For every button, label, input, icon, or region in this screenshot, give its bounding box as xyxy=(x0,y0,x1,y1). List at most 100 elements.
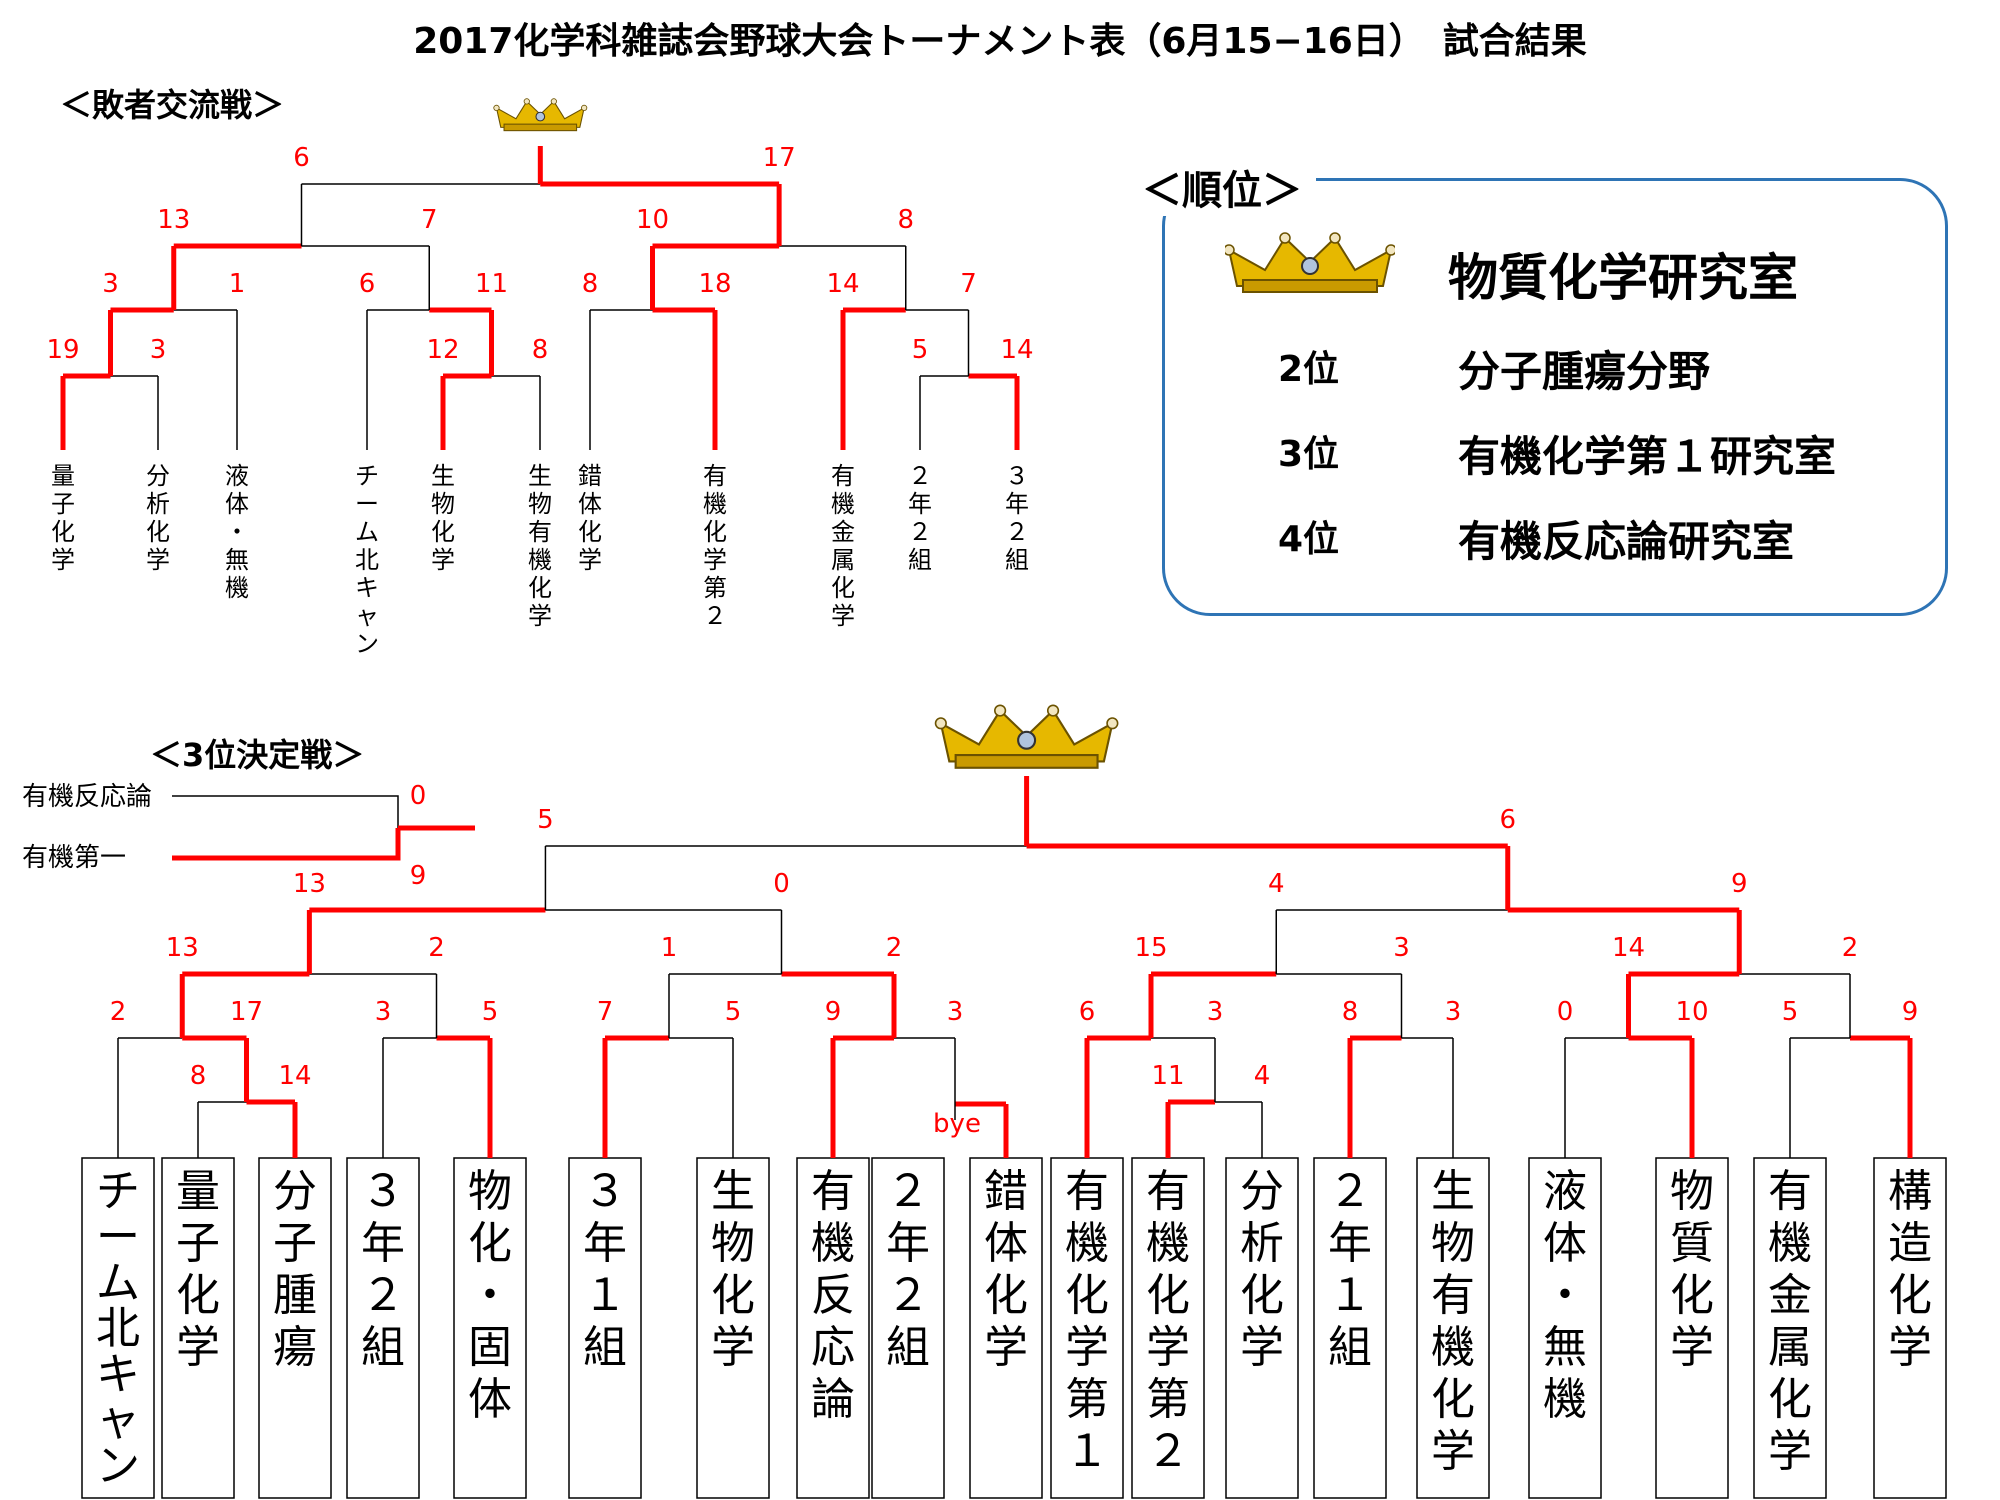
team-box-11 xyxy=(1131,1157,1205,1499)
main-r2-7-score-right: 10 xyxy=(1675,997,1708,1027)
loser-bracket-heading: ＜敗者交流戦＞ xyxy=(60,86,285,124)
main-r1-b-score-right: 4 xyxy=(1254,1061,1271,1091)
team-name-9: 錯体化学 xyxy=(984,1166,1028,1373)
loser-r2-2-score-left: 6 xyxy=(359,269,376,299)
loser-r1-a-score-right: 3 xyxy=(150,335,167,365)
third-score-top: 0 xyxy=(410,781,427,811)
loser-team-0: 量子化学 xyxy=(51,462,75,574)
loser-r1-a-score-left: 19 xyxy=(46,335,79,365)
loser-crown-icon xyxy=(493,98,588,132)
loser-team-2: 液体・無機 xyxy=(225,462,249,602)
team-box-9 xyxy=(969,1157,1043,1499)
team-box-0 xyxy=(81,1157,155,1499)
team-box-5 xyxy=(568,1157,642,1499)
loser-team-1: 分析化学 xyxy=(146,462,170,574)
loser-team-10: ３年２組 xyxy=(1005,462,1029,574)
team-box-16 xyxy=(1655,1157,1729,1499)
loser-team-5: 生物有機化学 xyxy=(528,462,552,630)
loser-team-6: 錯体化学 xyxy=(578,462,602,574)
ranking-fourth-name: 有機反応論研究室 xyxy=(1458,517,1795,566)
loser-r3-1-score-left: 13 xyxy=(157,205,190,235)
main-r2-8-score-right: 9 xyxy=(1902,997,1919,1027)
main-crown-icon xyxy=(934,704,1119,769)
loser-r1-b-score-right: 8 xyxy=(532,335,549,365)
main-r1-a-score-left: 8 xyxy=(190,1061,207,1091)
main-r3-4-score-right: 2 xyxy=(1842,933,1859,963)
main-r2-3-score-left: 7 xyxy=(597,997,614,1027)
team-box-6 xyxy=(696,1157,770,1499)
team-box-4 xyxy=(453,1157,527,1499)
ranking-fourth-place: 4位 xyxy=(1278,519,1340,560)
main-r2-7-score-left: 0 xyxy=(1557,997,1574,1027)
team-name-0: チーム北キャン xyxy=(96,1166,140,1491)
loser-final-score-right: 17 xyxy=(763,143,796,173)
main-r4-1-score-right: 0 xyxy=(773,869,790,899)
third-score-bottom: 9 xyxy=(410,861,427,891)
main-r2-4-score-left: 9 xyxy=(825,997,842,1027)
ranking-third-name: 有機化学第１研究室 xyxy=(1458,432,1837,481)
team-box-2 xyxy=(258,1157,332,1499)
ranking-heading: ＜順位＞ xyxy=(1128,158,1316,216)
loser-final-score-left: 6 xyxy=(293,143,310,173)
loser-team-7: 有機化学第２ xyxy=(703,462,727,630)
main-r2-5-score-left: 6 xyxy=(1079,997,1096,1027)
team-name-7: 有機反応論 xyxy=(811,1166,855,1425)
loser-r1-b-score-left: 12 xyxy=(426,335,459,365)
bye-label: bye xyxy=(933,1109,981,1139)
team-name-17: 有機金属化学 xyxy=(1768,1166,1812,1477)
ranking-second-place: 2位 xyxy=(1278,349,1340,390)
team-name-1: 量子化学 xyxy=(176,1166,220,1373)
ranking-first-name: 物質化学研究室 xyxy=(1448,249,1798,307)
main-r2-6-score-left: 8 xyxy=(1342,997,1359,1027)
team-name-2: 分子腫瘍 xyxy=(273,1166,317,1373)
main-final-score-left: 5 xyxy=(537,805,554,835)
loser-r2-4-score-right: 7 xyxy=(960,269,977,299)
loser-r1-c-score-right: 14 xyxy=(1000,335,1033,365)
ranking-second-name: 分子腫瘍分野 xyxy=(1458,347,1711,396)
team-name-5: ３年１組 xyxy=(583,1166,627,1373)
team-box-1 xyxy=(161,1157,235,1499)
main-r1-a-score-right: 14 xyxy=(278,1061,311,1091)
loser-r3-2-score-left: 10 xyxy=(636,205,669,235)
main-r3-2-score-right: 2 xyxy=(886,933,903,963)
main-r2-3-score-right: 5 xyxy=(725,997,742,1027)
team-box-3 xyxy=(346,1157,420,1499)
team-name-16: 物質化学 xyxy=(1670,1166,1714,1373)
main-r4-1-score-left: 13 xyxy=(293,869,326,899)
team-box-14 xyxy=(1416,1157,1490,1499)
loser-r2-3-score-left: 8 xyxy=(582,269,599,299)
team-box-12 xyxy=(1225,1157,1299,1499)
team-box-7 xyxy=(796,1157,870,1499)
main-r2-4-score-right: 3 xyxy=(947,997,964,1027)
loser-r3-2-score-right: 8 xyxy=(897,205,914,235)
team-box-8 xyxy=(871,1157,945,1499)
loser-r2-1-score-left: 3 xyxy=(102,269,119,299)
third-bottom-line xyxy=(172,828,401,861)
third-place-heading: ＜3位決定戦＞ xyxy=(150,736,365,774)
third-team-0: 有機反応論 xyxy=(22,782,152,812)
team-name-4: 物化・固体 xyxy=(468,1166,512,1425)
loser-team-9: ２年２組 xyxy=(908,462,932,574)
team-name-6: 生物化学 xyxy=(711,1166,755,1373)
team-name-10: 有機化学第１ xyxy=(1065,1166,1109,1477)
third-team-1: 有機第一 xyxy=(22,843,126,873)
main-r3-3-score-right: 3 xyxy=(1393,933,1410,963)
ranking-crown-icon xyxy=(1225,232,1395,293)
loser-team-8: 有機金属化学 xyxy=(831,462,855,630)
ranking-third-place: 3位 xyxy=(1278,434,1340,475)
loser-r3-1-score-right: 7 xyxy=(421,205,438,235)
team-name-11: 有機化学第２ xyxy=(1146,1166,1190,1477)
main-r2-5-score-right: 3 xyxy=(1207,997,1224,1027)
team-name-13: ２年１組 xyxy=(1328,1166,1372,1373)
loser-team-4: 生物化学 xyxy=(431,462,455,574)
main-r3-1-score-right: 2 xyxy=(428,933,445,963)
team-box-18 xyxy=(1873,1157,1947,1499)
team-name-3: ３年２組 xyxy=(361,1166,405,1373)
main-r3-3-score-left: 15 xyxy=(1134,933,1167,963)
loser-r2-3-score-right: 18 xyxy=(698,269,731,299)
main-r3-4-score-left: 14 xyxy=(1612,933,1645,963)
page-title: 2017化学科雑誌会野球大会トーナメント表（6月15−16日） 試合結果 xyxy=(413,21,1587,62)
team-name-14: 生物有機化学 xyxy=(1431,1166,1475,1477)
team-box-17 xyxy=(1753,1157,1827,1499)
